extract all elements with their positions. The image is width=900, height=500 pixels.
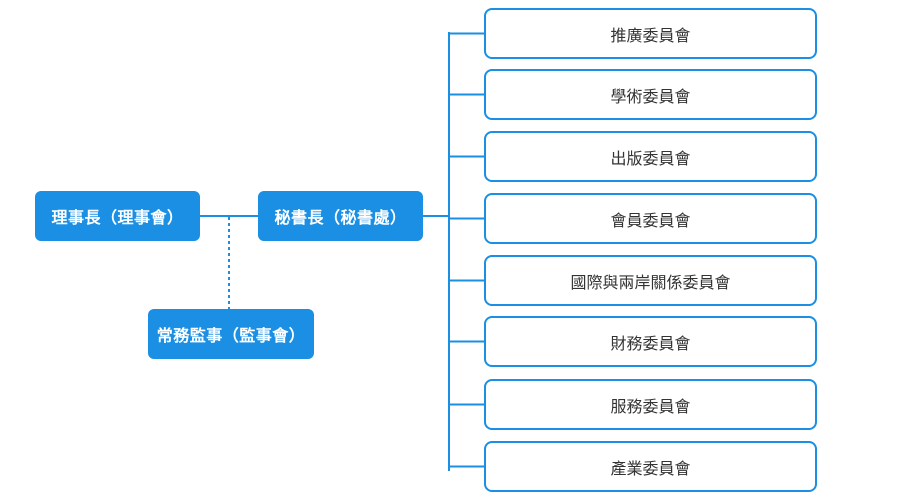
committee-box-promotion[interactable]: 推廣委員會: [484, 8, 817, 59]
committee-label: 服務委員會: [610, 396, 691, 416]
committee-box-membership[interactable]: 會員委員會: [484, 193, 817, 244]
committee-box-finance[interactable]: 財務委員會: [484, 316, 817, 367]
standing-supervisor-box[interactable]: 常務監事（監事會）: [148, 309, 314, 359]
standing-supervisor-label: 常務監事（監事會）: [156, 326, 306, 345]
committee-label: 財務委員會: [610, 333, 691, 353]
committee-box-academic[interactable]: 學術委員會: [484, 69, 817, 120]
committee-label: 產業委員會: [610, 458, 691, 478]
secretary-general-box[interactable]: 秘書長（秘書處）: [258, 191, 423, 241]
committee-label: 推廣委員會: [610, 25, 691, 45]
chairman-box[interactable]: 理事長（理事會）: [35, 191, 200, 241]
committee-box-international[interactable]: 國際與兩岸關係委員會: [484, 255, 817, 306]
committee-branches: [449, 32, 484, 468]
committee-box-service[interactable]: 服務委員會: [484, 379, 817, 430]
committee-label: 出版委員會: [610, 148, 691, 168]
committee-label: 會員委員會: [610, 210, 691, 230]
committee-label: 國際與兩岸關係委員會: [570, 272, 731, 292]
chairman-label: 理事長（理事會）: [51, 208, 184, 227]
committee-box-publication[interactable]: 出版委員會: [484, 131, 817, 182]
secretary-general-label: 秘書長（秘書處）: [274, 208, 407, 227]
committee-label: 學術委員會: [610, 86, 691, 106]
committee-box-industry[interactable]: 產業委員會: [484, 441, 817, 492]
